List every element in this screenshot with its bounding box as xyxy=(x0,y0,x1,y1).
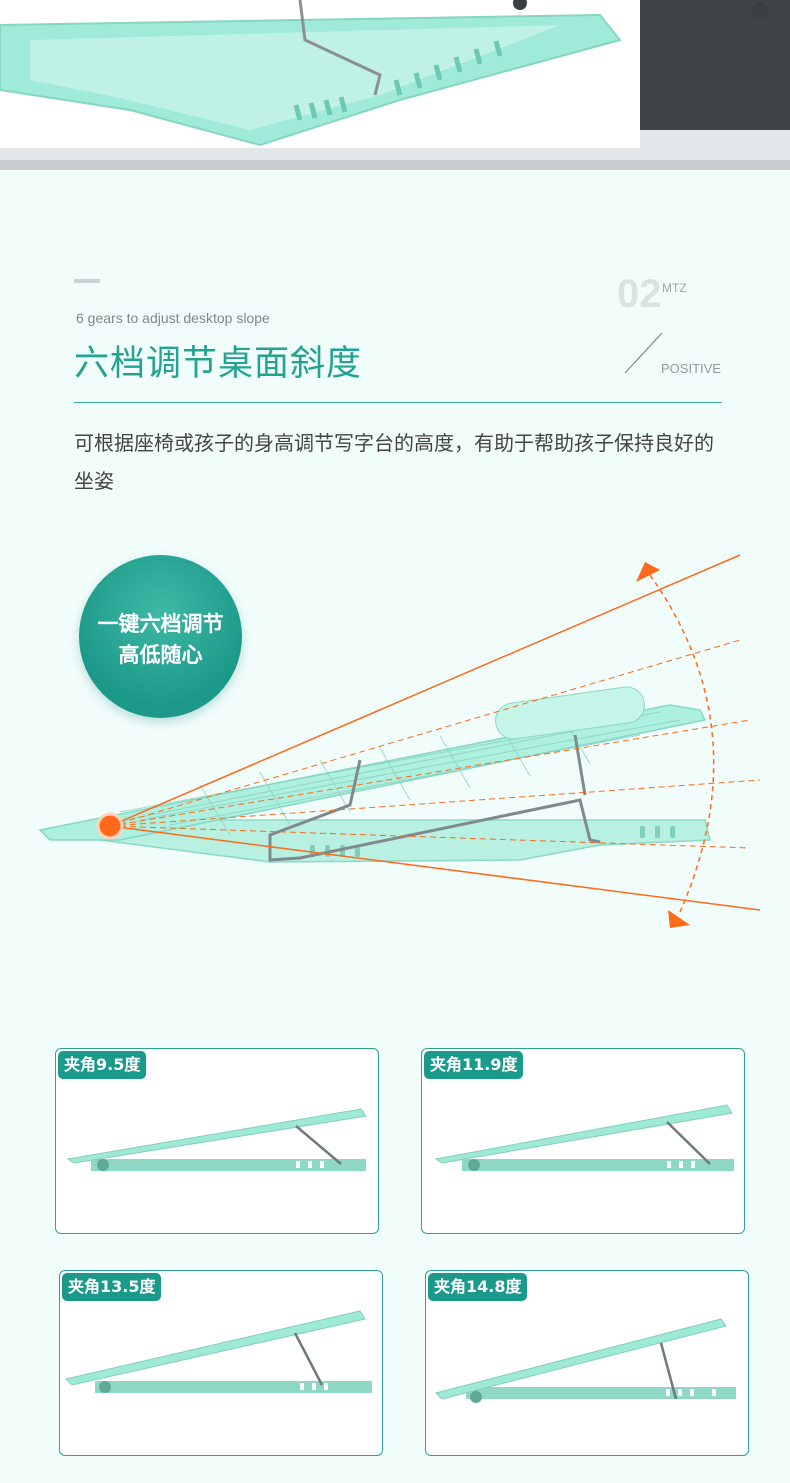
angle-label: 夹角13.5度 xyxy=(62,1273,162,1301)
stand-side-view xyxy=(435,1318,736,1403)
angle-card-11-9: 夹角11.9度 xyxy=(421,1048,745,1234)
angle-label: 夹角9.5度 xyxy=(58,1051,147,1079)
feature-circle-line1: 一键六档调节 xyxy=(97,612,224,636)
section-number: 02 xyxy=(617,272,662,316)
stand-side-view xyxy=(65,1310,372,1393)
section-subtitle-en: 6 gears to adjust desktop slope xyxy=(76,310,270,326)
feature-circle-line2: 高低随心 xyxy=(118,643,203,667)
angle-label: 夹角14.8度 xyxy=(428,1273,528,1301)
angle-card-13-5: 夹角13.5度 xyxy=(59,1270,383,1456)
section-tag: POSITIVE xyxy=(661,361,721,376)
angle-card-14-8: 夹角14.8度 xyxy=(425,1270,749,1456)
title-divider xyxy=(74,402,722,403)
stand-angle-illustration xyxy=(38,554,761,928)
title-decoration-bar xyxy=(74,279,100,283)
angle-card-9-5: 夹角9.5度 xyxy=(55,1048,379,1234)
section-title: 六档调节桌面斜度 xyxy=(74,344,363,384)
feature-circle-badge: 一键六档调节 高低随心 xyxy=(79,555,242,718)
stand-side-view xyxy=(434,1104,734,1171)
angle-label: 夹角11.9度 xyxy=(424,1051,524,1079)
stand-side-view xyxy=(66,1108,367,1171)
section-number-suffix: MTZ xyxy=(662,281,687,295)
slash-decoration xyxy=(624,332,663,374)
top-product-photo xyxy=(0,0,790,170)
section-description: 可根据座椅或孩子的身高调节写字台的高度，有助于帮助孩子保持良好的坐姿 xyxy=(74,431,714,493)
